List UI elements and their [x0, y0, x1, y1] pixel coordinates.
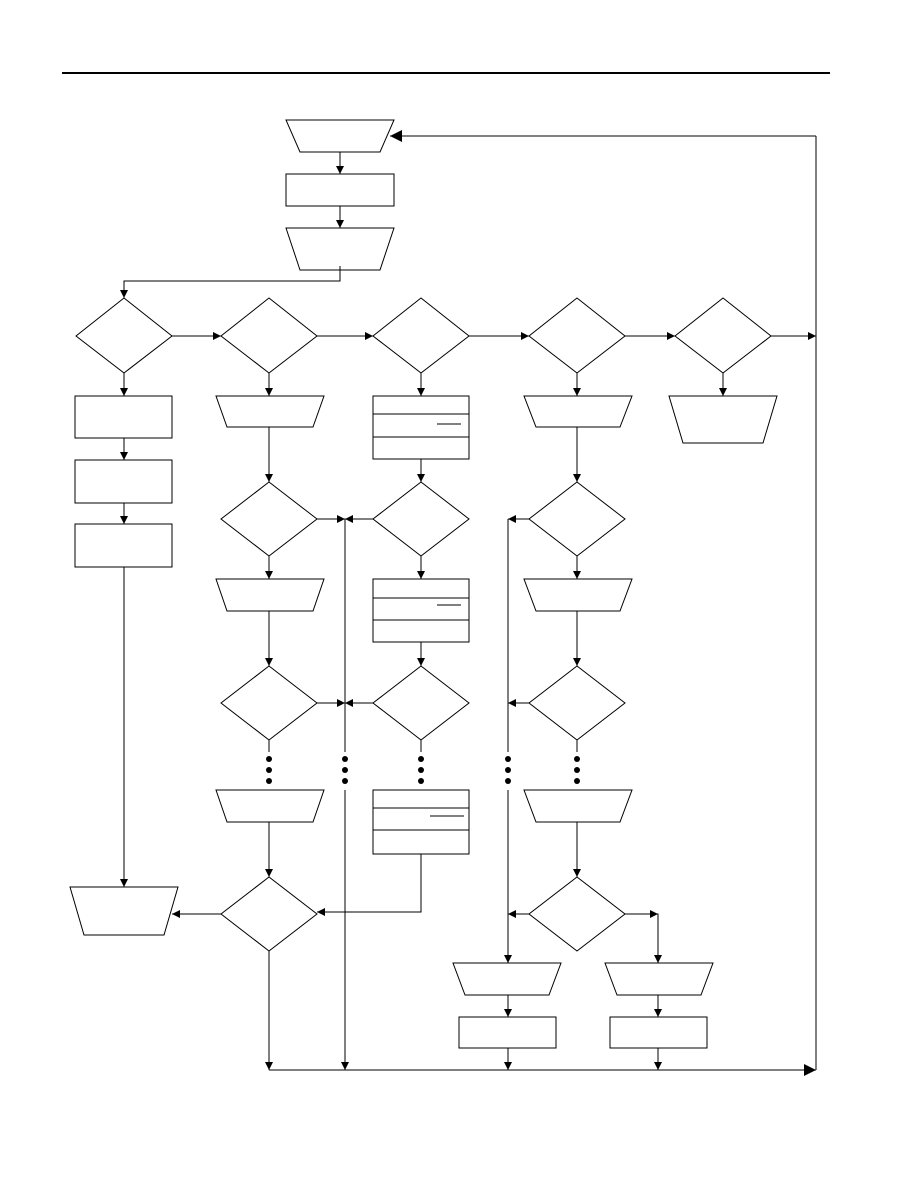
col3-split-box-2 — [372, 578, 470, 643]
col4-decision-3 — [528, 876, 626, 952]
col4-input-shape-3 — [523, 789, 633, 823]
decision-5 — [674, 297, 772, 374]
bottom-left-process-box — [458, 1016, 557, 1049]
top-process-box — [285, 173, 395, 207]
col2-input-shape-2 — [215, 578, 325, 612]
continuation-dot — [505, 756, 511, 762]
continuation-dot — [342, 778, 348, 784]
continuation-dots-group — [266, 756, 580, 784]
decision-2 — [220, 297, 318, 374]
continuation-dot — [574, 778, 580, 784]
bottom-left-input-shape — [452, 962, 562, 996]
col4-input-shape-2 — [523, 578, 633, 612]
col2-decision-3 — [220, 876, 318, 952]
bottom-right-process-box — [609, 1016, 708, 1049]
col1-process-box-1 — [74, 395, 173, 439]
continuation-dot — [418, 756, 424, 762]
continuation-dot — [418, 767, 424, 773]
col3-decision-2 — [372, 665, 470, 741]
col3-decision-1 — [372, 481, 470, 557]
continuation-dot — [418, 778, 424, 784]
continuation-dot — [574, 756, 580, 762]
col3-split-box-1 — [372, 395, 470, 460]
col2-decision-1 — [220, 481, 318, 557]
continuation-dot — [574, 767, 580, 773]
continuation-dot — [342, 756, 348, 762]
continuation-dot — [266, 767, 272, 773]
col2-decision-2 — [220, 665, 318, 741]
decision-1 — [75, 297, 173, 374]
connector — [120, 266, 341, 298]
continuation-dot — [505, 767, 511, 773]
decision-3 — [372, 297, 470, 374]
col1-end-output-shape — [69, 886, 179, 936]
continuation-dot — [266, 778, 272, 784]
decision-4 — [528, 297, 626, 374]
bottom-right-input-shape — [604, 962, 714, 996]
col4-decision-2 — [528, 665, 626, 741]
connector — [625, 913, 662, 963]
col1-process-box-3 — [74, 523, 173, 568]
col2-input-shape-3 — [215, 789, 325, 823]
continuation-dot — [342, 767, 348, 773]
continuation-dot — [266, 756, 272, 762]
col1-process-box-2 — [74, 459, 173, 504]
col2-input-shape-1 — [215, 395, 325, 428]
start-input-shape — [285, 119, 395, 153]
col4-input-shape-1 — [523, 395, 633, 428]
top-output-shape — [285, 227, 395, 271]
col5-output-shape — [668, 395, 778, 444]
continuation-dot — [505, 778, 511, 784]
col3-split-box-3 — [372, 789, 470, 855]
col4-decision-1 — [528, 481, 626, 557]
connector — [317, 854, 422, 916]
